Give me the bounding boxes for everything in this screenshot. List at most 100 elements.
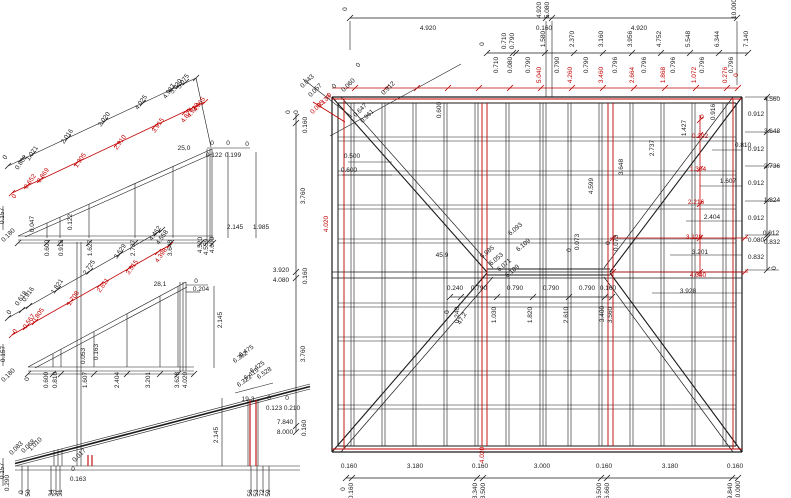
dim-label: 0.912 bbox=[762, 229, 780, 237]
dim-label: 5.080 bbox=[543, 1, 551, 19]
dim-label: 1.820 bbox=[526, 306, 534, 324]
dim-label: 5.548 bbox=[684, 30, 692, 48]
dim-label: 4.752 bbox=[655, 30, 663, 48]
dim-label: 2.737 bbox=[129, 239, 137, 257]
dim-label: 0.600 bbox=[42, 371, 50, 389]
dim-label: 1.030 bbox=[490, 306, 498, 324]
dim-label: 0.160 bbox=[347, 482, 355, 498]
dim-label: 19,3 bbox=[241, 395, 255, 403]
dim-label: 3.628 bbox=[173, 371, 181, 389]
dim-label: 0.210 bbox=[283, 404, 301, 412]
dim-label: 1.607 bbox=[719, 177, 737, 185]
dim-label: 7.840 bbox=[276, 418, 294, 426]
dim-label: 0.832 bbox=[747, 253, 765, 261]
dim-label: 2.664 bbox=[628, 66, 636, 84]
dim-label: 0 bbox=[285, 394, 289, 402]
dim-label: 0.600 bbox=[340, 166, 358, 174]
dim-label: 0.810 bbox=[51, 371, 59, 389]
dim-label: 0.912 bbox=[747, 214, 765, 222]
dim-label: 3.128 bbox=[685, 233, 703, 241]
dim-label: 0.160 bbox=[595, 462, 613, 470]
dim-label: 0 bbox=[292, 110, 300, 114]
dim-label: 0.500 bbox=[343, 152, 361, 160]
dim-label: 5.040 bbox=[535, 66, 543, 84]
dim-label: 3.920 bbox=[272, 266, 290, 274]
dim-label: 3.956 bbox=[626, 30, 634, 48]
dim-label: 0.157 bbox=[0, 345, 7, 363]
dim-label: 0.912 bbox=[747, 179, 765, 187]
dim-label: 3.400 bbox=[598, 305, 606, 323]
dim-label: 0.790 bbox=[582, 56, 590, 74]
dim-label: 0 bbox=[565, 248, 573, 252]
dim-label: 31 bbox=[56, 489, 64, 497]
dim-label: 0.790 bbox=[578, 284, 596, 292]
dim-label: 0.796 bbox=[698, 56, 706, 74]
dim-label: 0.790 bbox=[542, 284, 560, 292]
dim-label: 2.145 bbox=[216, 311, 224, 329]
dim-label: 4.920 bbox=[630, 24, 648, 32]
dim-label: 0 bbox=[478, 42, 486, 46]
dim-label: 3.760 bbox=[299, 345, 307, 363]
dim-label: 0.160 bbox=[301, 116, 309, 134]
dim-label: 1.985 bbox=[252, 223, 270, 231]
dim-label: 0.710 bbox=[500, 32, 508, 50]
dim-label: 28,1 bbox=[153, 280, 167, 288]
dim-label: 45,9 bbox=[435, 251, 449, 259]
dim-label: 0.796 bbox=[611, 56, 619, 74]
dim-label: 0.053 bbox=[79, 347, 87, 365]
dim-label: 0.073 bbox=[573, 233, 581, 251]
dim-label: 1.824 bbox=[763, 196, 781, 204]
dim-label: 0 bbox=[226, 139, 230, 147]
dim-label: 1.607 bbox=[81, 371, 89, 389]
dim-label: 7.140 bbox=[742, 30, 750, 48]
dim-label: 0.796 bbox=[727, 56, 735, 74]
dim-label: 0.080 bbox=[506, 56, 514, 74]
dim-label: 0.240 bbox=[453, 306, 461, 324]
dim-label: 0.600 bbox=[43, 239, 51, 257]
dim-label: 1.427 bbox=[680, 119, 688, 137]
dim-label: 1.304 bbox=[689, 165, 707, 173]
dim-label: 2.370 bbox=[568, 30, 576, 48]
dim-label: 0.796 bbox=[640, 56, 648, 74]
dim-label: 0.122 bbox=[205, 151, 223, 159]
dim-label: 3.201 bbox=[691, 248, 709, 256]
dim-label: 0.160 bbox=[300, 419, 308, 437]
dim-label: 0.392 bbox=[691, 132, 709, 140]
dim-label: 4.020 bbox=[478, 446, 486, 464]
dim-label: 0.160 bbox=[471, 462, 489, 470]
dim-label: 6.344 bbox=[713, 30, 721, 48]
dim-label: 0.160 bbox=[301, 267, 309, 285]
dim-label: 25,0 bbox=[177, 144, 191, 152]
dim-label: 3.340 bbox=[471, 482, 479, 498]
dim-label: 0.912 bbox=[747, 145, 765, 153]
dim-label: 0 bbox=[443, 310, 451, 314]
dim-label: 3.000 bbox=[533, 462, 551, 470]
dim-label: 2.737 bbox=[648, 139, 656, 157]
dim-label: 0.122 bbox=[66, 213, 74, 231]
dim-label: 0.276 bbox=[721, 66, 729, 84]
dim-label: 0.204 bbox=[192, 285, 210, 293]
dim-label: 1.868 bbox=[659, 66, 667, 84]
dim-label: 0.073 bbox=[612, 234, 620, 252]
dim-label: 3.180 bbox=[406, 462, 424, 470]
dim-label: 0.160 bbox=[726, 462, 744, 470]
dim-label: 6.660 bbox=[603, 482, 611, 498]
dim-label: 0 bbox=[604, 241, 612, 245]
dim-label: 0 bbox=[339, 487, 347, 491]
dim-label: 4.040 bbox=[689, 271, 707, 279]
dim-label: 0.199 bbox=[224, 151, 242, 159]
dim-label: 3.648 bbox=[166, 239, 174, 257]
dim-label: 0.790 bbox=[524, 56, 532, 74]
dim-label: 0.123 bbox=[265, 404, 283, 412]
dim-label: 1.580 bbox=[539, 30, 547, 48]
dim-label: 0.790 bbox=[508, 32, 516, 50]
dim-label: 4.920 bbox=[419, 24, 437, 32]
dim-label: 3.460 bbox=[597, 66, 605, 84]
dim-label: 10.000 bbox=[734, 481, 742, 498]
dim-label: 0.790 bbox=[506, 284, 524, 292]
dim-label: 4.920 bbox=[535, 1, 543, 19]
dim-label: 0.796 bbox=[669, 56, 677, 74]
dim-label: 59 bbox=[264, 489, 272, 497]
dim-label: 0.790 bbox=[470, 284, 488, 292]
dim-label: 2.216 bbox=[687, 198, 705, 206]
